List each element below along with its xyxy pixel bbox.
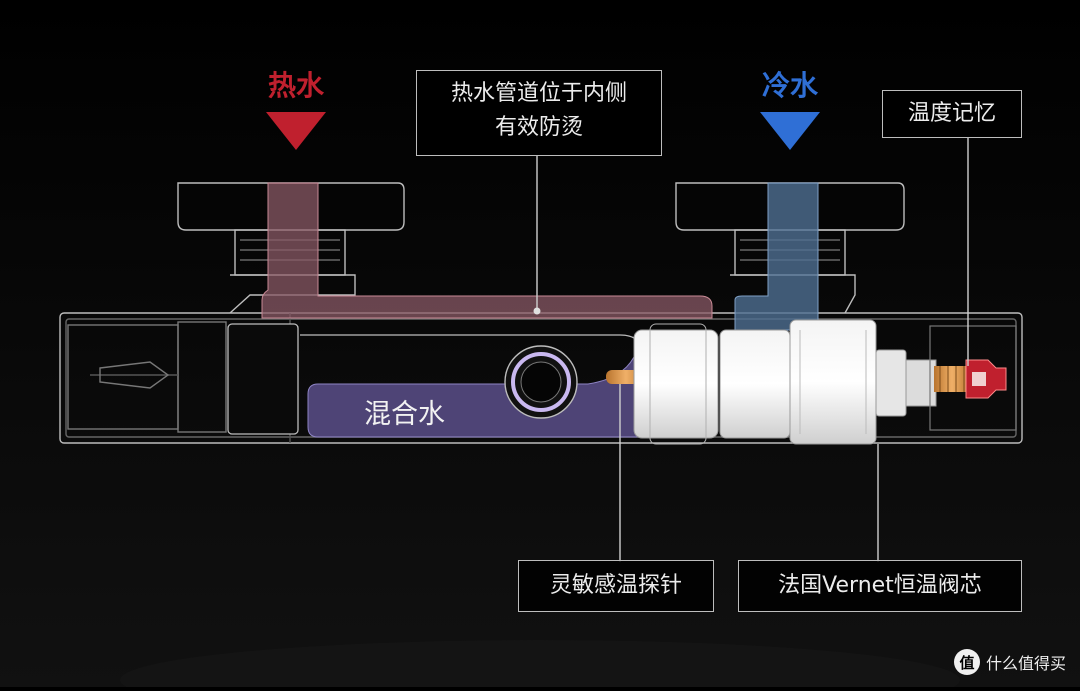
hot-pipe-note-line1: 热水管道位于内侧 bbox=[450, 81, 627, 106]
watermark-text: 什么值得买 bbox=[985, 654, 1066, 673]
spindle bbox=[934, 366, 970, 392]
floor-glow bbox=[120, 640, 960, 691]
thermostatic-cartridge bbox=[633, 319, 937, 445]
callout-dot bbox=[533, 307, 541, 315]
hot-water-channel bbox=[261, 182, 713, 319]
sensitive-probe-callout: 灵敏感温探针 bbox=[518, 560, 714, 612]
watermark: 值 什么值得买 bbox=[953, 649, 1066, 675]
watermark-badge-icon: 值 bbox=[953, 649, 980, 675]
hot-pipe-note-line2: 有效防烫 bbox=[494, 115, 583, 140]
vernet-cartridge-callout: 法国Vernet恒温阀芯 bbox=[738, 560, 1022, 612]
hot-pipe-note-callout: 热水管道位于内侧 有效防烫 bbox=[416, 70, 662, 156]
callout-leader-lines bbox=[536, 138, 969, 562]
right-end-cap bbox=[929, 325, 1017, 431]
hot-water-label: 热水 bbox=[267, 69, 324, 102]
cold-water-label: 冷水 bbox=[761, 69, 818, 102]
temperature-memory-callout: 温度记忆 bbox=[882, 90, 1022, 138]
outlet-ring bbox=[504, 345, 578, 419]
cold-water-arrow-icon bbox=[760, 112, 820, 150]
hot-water-arrow-icon bbox=[266, 112, 326, 150]
mixed-water-label: 混合水 bbox=[364, 399, 445, 430]
